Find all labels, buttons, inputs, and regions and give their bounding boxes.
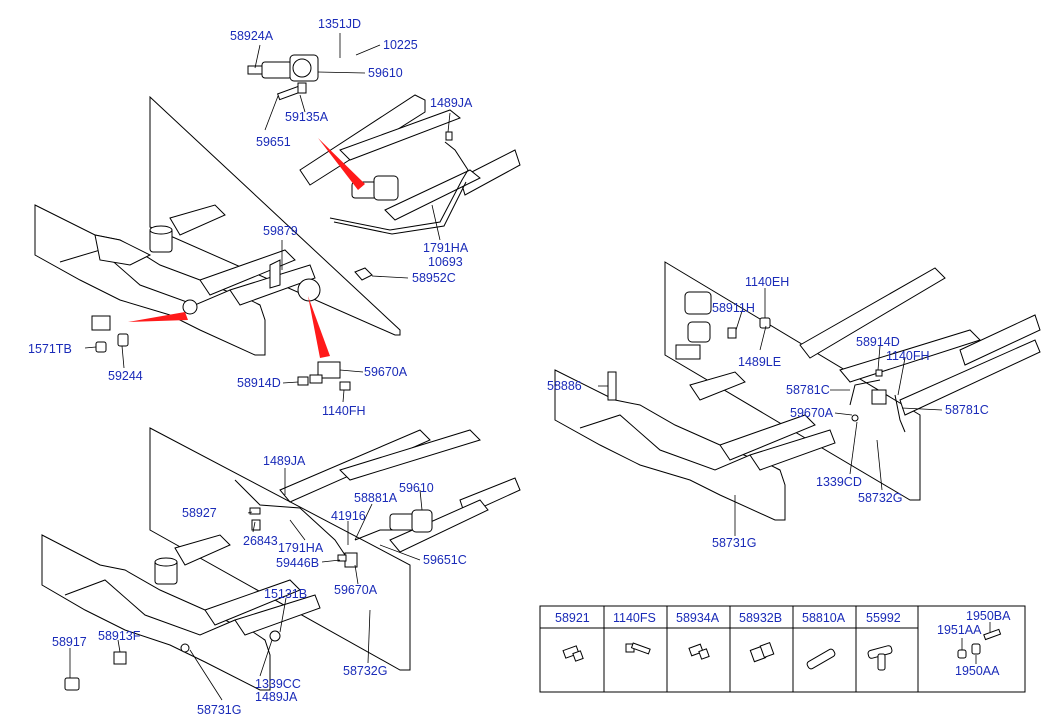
label-58732g: 58732G xyxy=(343,664,387,678)
table-header-1950ba: 1950BA xyxy=(966,609,1011,623)
view-right: 1140EH 58911H 1489LE 58914D 1140FH 58886… xyxy=(547,261,1041,550)
label-1489ja: 1489JA xyxy=(430,96,473,110)
bolt-1140fs-icon xyxy=(625,642,651,655)
union-58932b-icon xyxy=(749,642,775,663)
frame-rail xyxy=(41,534,271,691)
label-58917: 58917 xyxy=(52,635,87,649)
table-header-58921: 58921 xyxy=(555,611,590,625)
label-58927: 58927 xyxy=(182,506,217,520)
label-58924a: 58924A xyxy=(230,29,274,43)
label-58886: 58886 xyxy=(547,379,582,393)
label-10693: 10693 xyxy=(428,255,463,269)
crossmember xyxy=(799,267,946,359)
highlight-arrow xyxy=(318,138,365,190)
fitting-58921-icon xyxy=(562,645,584,662)
label-59446b: 59446B xyxy=(276,556,319,570)
label-1339cd: 1339CD xyxy=(816,475,862,489)
parts-table: 58921 1140FS 58934A 58932B 58810A 55992 … xyxy=(539,605,1026,693)
highlight-arrow xyxy=(308,296,330,358)
label-26843: 26843 xyxy=(243,534,278,548)
label-58914d: 58914D xyxy=(237,376,281,390)
parts-table-frame xyxy=(539,605,1026,693)
label-1489ja-2: 1489JA xyxy=(255,690,298,704)
label-1339cc: 1339CC xyxy=(255,677,301,691)
highlight-arrow xyxy=(128,312,188,322)
table-header-55992: 55992 xyxy=(866,611,901,625)
label-59651c: 59651C xyxy=(423,553,467,567)
fitting-58934a-icon xyxy=(688,643,710,660)
fitting-set-1950-icon xyxy=(957,622,1002,664)
label-59670a: 59670A xyxy=(334,583,378,597)
label-15131b: 15131B xyxy=(264,587,307,601)
label-58914d: 58914D xyxy=(856,335,900,349)
label-1489ja: 1489JA xyxy=(263,454,306,468)
label-58781c: 58781C xyxy=(786,383,830,397)
label-1140fh: 1140FH xyxy=(886,349,930,363)
panel xyxy=(149,427,411,671)
label-59135a: 59135A xyxy=(285,110,329,124)
label-59610: 59610 xyxy=(368,66,403,80)
view-top-left: 58924A 1351JD 10225 59610 59135A 59651 1… xyxy=(28,17,521,418)
label-59670a: 59670A xyxy=(790,406,834,420)
canister xyxy=(684,291,712,315)
label-59610: 59610 xyxy=(399,481,434,495)
label-1140fh: 1140FH xyxy=(322,404,366,418)
label-59879: 59879 xyxy=(263,224,298,238)
table-header-1140fs: 1140FS xyxy=(613,611,656,625)
label-1489le: 1489LE xyxy=(738,355,781,369)
view-bottom-left: 1489JA 58927 26843 1791HA 58881A 59610 4… xyxy=(41,427,521,717)
label-59244: 59244 xyxy=(108,369,143,383)
label-58731g: 58731G xyxy=(197,703,241,717)
label-1791ha: 1791HA xyxy=(278,541,324,555)
label-58781c-2: 58781C xyxy=(945,403,989,417)
label-58731g: 58731G xyxy=(712,536,756,550)
tee-55992-icon xyxy=(867,645,893,671)
label-10225: 10225 xyxy=(383,38,418,52)
label-1571tb: 1571TB xyxy=(28,342,72,356)
table-header-58934a: 58934A xyxy=(676,611,720,625)
label-41916: 41916 xyxy=(331,509,366,523)
frame-rail xyxy=(554,369,786,521)
label-58913f: 58913F xyxy=(98,629,141,643)
label-1951aa: 1951AA xyxy=(937,623,982,637)
label-1791ha: 1791HA xyxy=(423,241,469,255)
table-header-58932b: 58932B xyxy=(739,611,782,625)
label-59670a: 59670A xyxy=(364,365,408,379)
label-1351jd: 1351JD xyxy=(318,17,361,31)
label-1950aa: 1950AA xyxy=(955,664,1000,678)
label-1140eh: 1140EH xyxy=(745,275,789,289)
label-58732g: 58732G xyxy=(858,491,902,505)
crossmember xyxy=(299,94,426,186)
label-59651: 59651 xyxy=(256,135,291,149)
label-58881a: 58881A xyxy=(354,491,398,505)
table-header-58810a: 58810A xyxy=(802,611,846,625)
label-58952c: 58952C xyxy=(412,271,456,285)
hose-58810a-icon xyxy=(806,648,836,670)
label-58911h: 58911H xyxy=(712,301,755,315)
